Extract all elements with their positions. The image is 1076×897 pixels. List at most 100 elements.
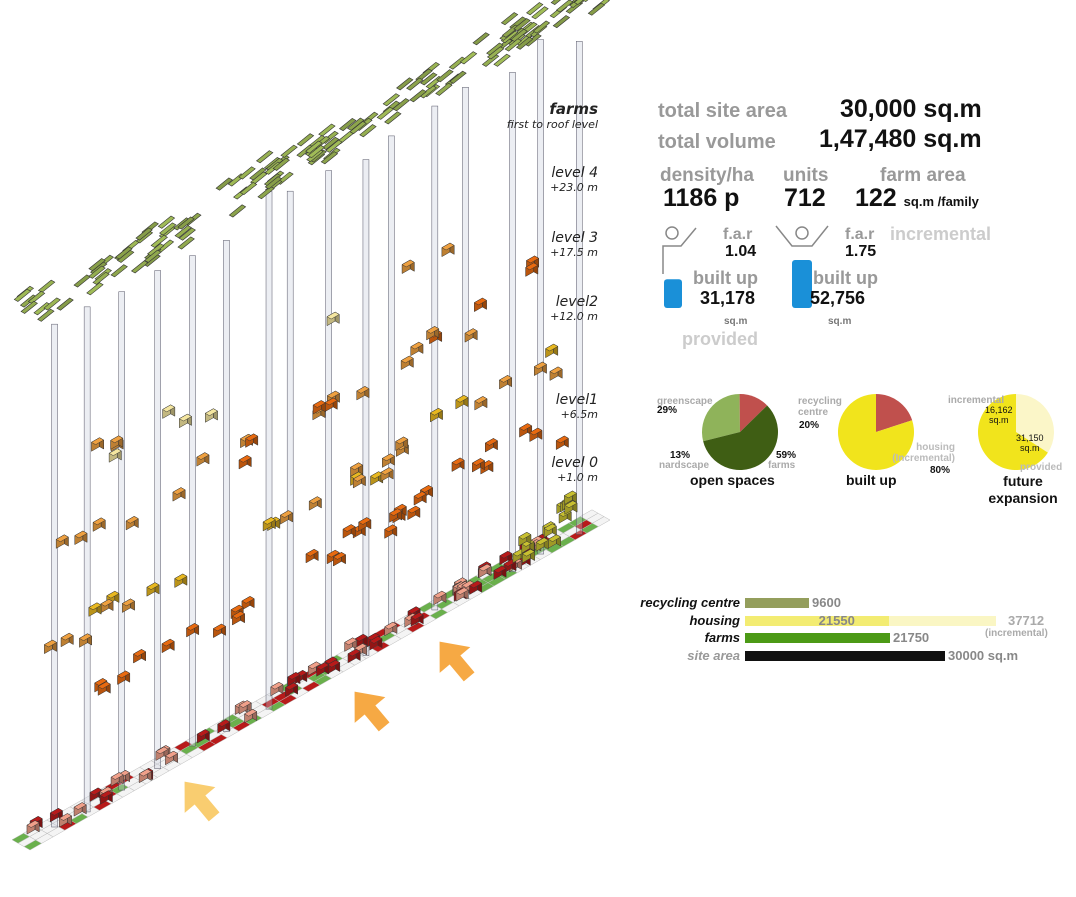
housing-block	[212, 623, 227, 639]
far-incremental-value: 1.75	[845, 243, 877, 260]
housing-block	[88, 602, 102, 617]
housing-block	[132, 648, 147, 664]
pie-slice-housing	[838, 394, 914, 470]
housing-block	[395, 436, 409, 451]
housing-block	[380, 467, 394, 482]
housing-block	[529, 427, 543, 443]
roof-farm-panel	[130, 260, 149, 274]
roof-farm-panel	[409, 89, 427, 103]
housing-block	[43, 639, 58, 655]
incremental-caption: incremental	[890, 224, 992, 244]
housing-block	[326, 311, 340, 327]
roof-farm-panel	[144, 249, 162, 263]
housing-block	[305, 548, 319, 564]
housing-block	[332, 551, 347, 567]
bar-note-incremental: (incremental)	[985, 627, 1048, 639]
housing-block	[58, 813, 73, 828]
roof-farm-panel	[347, 117, 365, 131]
farm-block	[547, 534, 562, 549]
level-2-blocks	[43, 343, 563, 655]
column	[325, 170, 332, 668]
roof-farm-panel	[459, 51, 478, 65]
pie-label-greenscape: greenscape	[657, 396, 713, 407]
roof-farm-panel	[436, 69, 454, 83]
housing-block	[196, 452, 210, 467]
built-up-incremental-label: built up	[813, 268, 878, 288]
roof-farm-panel	[420, 72, 438, 86]
pie-slice-nardscape	[739, 394, 768, 432]
housing-block	[555, 435, 570, 451]
level-4-blocks	[90, 242, 455, 463]
isometric-section-diagram	[11, 0, 611, 851]
roof-farm-panel	[515, 36, 534, 50]
housing-block	[121, 598, 136, 613]
housing-block	[468, 580, 483, 595]
roof-farm-panel	[27, 290, 46, 304]
housing-block	[92, 517, 106, 532]
roof-farm-panel	[92, 271, 110, 285]
pie-label-housing: housing (Incremental)	[892, 442, 955, 464]
roof-farm-panel	[88, 265, 106, 279]
column	[265, 191, 273, 710]
housing-block	[369, 635, 383, 651]
bar-housing	[745, 615, 889, 626]
housing-block	[110, 772, 124, 787]
housing-block	[312, 400, 326, 415]
housing-block	[344, 637, 358, 652]
pie-pct-farms: 59%	[776, 450, 797, 461]
housing-block	[73, 802, 87, 817]
roof-farm-panel	[88, 258, 106, 272]
column	[431, 105, 439, 611]
roof-farm-panel	[486, 46, 505, 60]
built-up-incremental-unit: sq.m	[828, 316, 852, 327]
housing-block	[358, 517, 372, 532]
housing-block	[407, 505, 421, 521]
built-up-incremental-value: 52,756	[810, 288, 866, 308]
farm-block	[535, 537, 549, 552]
housing-block	[155, 746, 169, 761]
housing-block	[525, 262, 539, 277]
roof-farm-panel	[157, 215, 176, 229]
housing-block	[243, 708, 258, 724]
housing-block	[90, 437, 105, 452]
level-label-0: level 0+1.0 m	[551, 455, 598, 484]
housing-block	[384, 524, 398, 539]
farm-block	[521, 548, 536, 564]
level-label-3: level 3+17.5 m	[550, 230, 598, 259]
roof-farm-panel	[384, 111, 402, 125]
pie-label-provided: provided	[1020, 462, 1063, 473]
units-value: 712	[784, 184, 826, 212]
housing-block	[125, 515, 139, 531]
column	[362, 159, 370, 656]
roof-farm-panel	[510, 28, 528, 42]
person-provided-icon	[662, 226, 697, 308]
farm-block	[563, 490, 578, 506]
housing-block	[429, 407, 444, 423]
housing-block	[231, 610, 246, 626]
housing-block	[388, 508, 403, 523]
housing-block	[162, 404, 176, 419]
roof-farm-panel	[472, 32, 490, 46]
pie-slice-recycling	[876, 394, 913, 432]
farm-block	[543, 523, 558, 538]
pie-label-recycling: recycling centre	[798, 396, 842, 418]
pie-title-open-spaces: open spaces	[690, 472, 775, 488]
housing-block	[426, 325, 440, 341]
roof-farm-panel	[376, 106, 395, 120]
volume-label: total volume	[658, 131, 776, 153]
housing-block	[178, 413, 193, 429]
roof-farm-panel	[73, 274, 91, 288]
housing-block	[308, 496, 322, 511]
farm-area-label: farm area	[880, 165, 966, 186]
housing-block	[433, 590, 447, 606]
pie-pct-nardscape: 13%	[670, 450, 691, 461]
column	[576, 41, 583, 535]
housing-block	[316, 662, 330, 677]
column	[537, 39, 544, 555]
entry-arrow-icon	[184, 781, 220, 822]
pie-label-nardscape: nardscape	[659, 460, 710, 471]
level-label-2: level2+12.0 m	[550, 294, 598, 323]
roof-farms	[13, 0, 610, 322]
column	[51, 323, 58, 828]
housing-block	[26, 820, 40, 835]
